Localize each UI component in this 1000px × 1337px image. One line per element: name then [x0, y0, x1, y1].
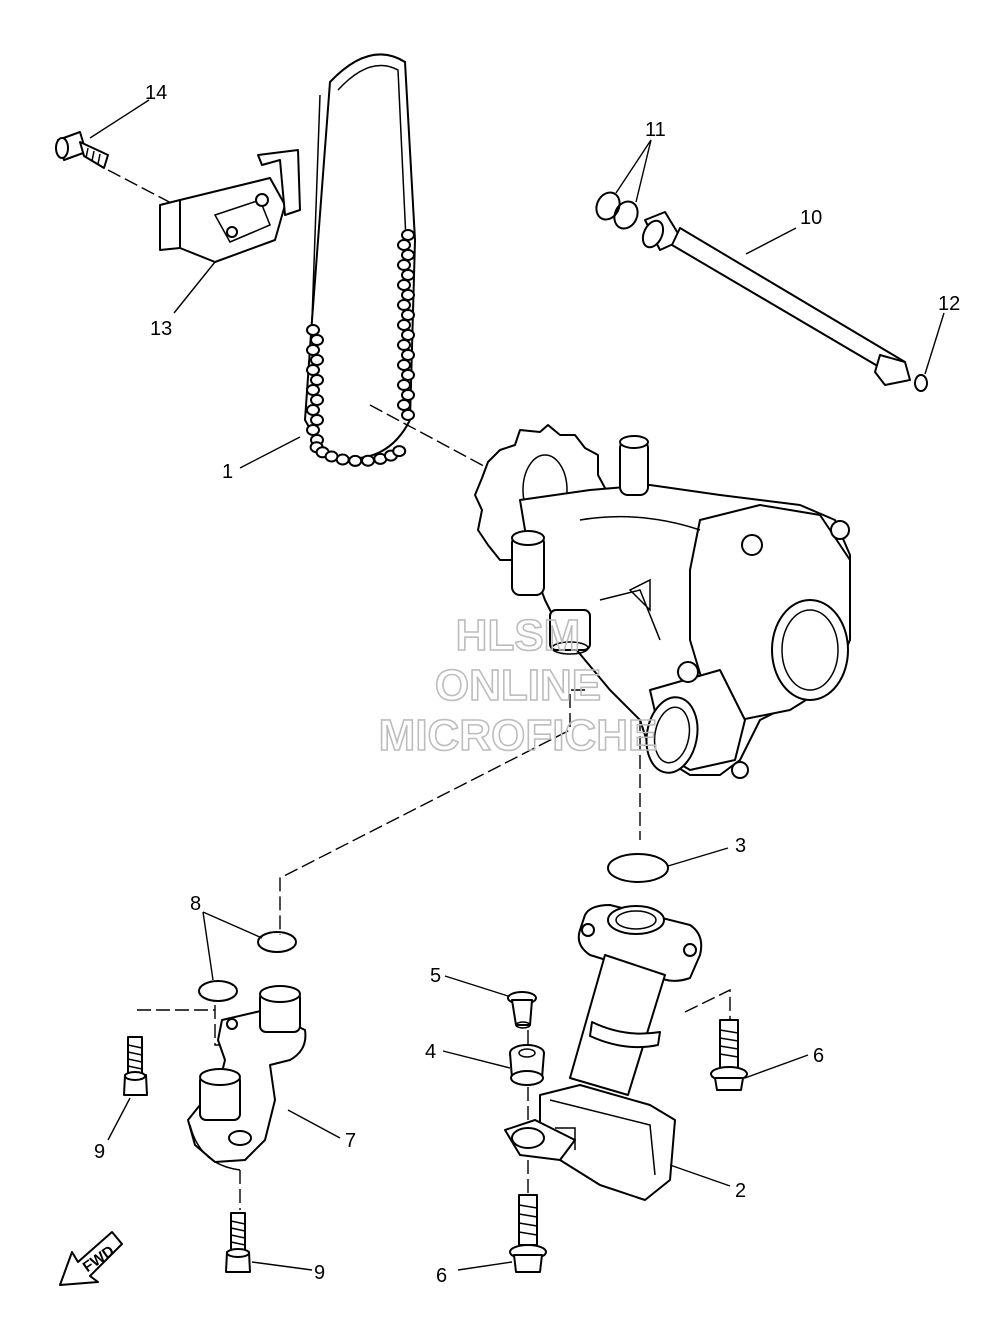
chain-link: [310, 394, 324, 406]
chain-link: [397, 239, 411, 251]
chain-link: [397, 379, 411, 391]
chain-link: [310, 334, 324, 346]
chain-link: [306, 384, 320, 396]
fwd-direction-arrow: FWD: [59, 1231, 123, 1286]
oil-pipe-elbow: [187, 985, 307, 1171]
o-rings-8: [198, 931, 297, 1002]
chain-link: [401, 349, 415, 361]
chain-link: [306, 364, 320, 376]
callout-3: 3: [735, 835, 746, 857]
chain-link: [310, 354, 324, 366]
callout-10: 10: [800, 207, 822, 229]
callout-6-upper: 6: [813, 1045, 824, 1067]
chain-link: [401, 409, 415, 421]
chain-link: [397, 299, 411, 311]
callout-8: 8: [190, 893, 201, 915]
chain-link: [401, 269, 415, 281]
chain-link: [397, 259, 411, 271]
callout-4: 4: [425, 1041, 436, 1063]
chain-link: [306, 404, 320, 416]
leader-lines: [89, 99, 945, 1271]
chain-link: [401, 389, 415, 401]
callout-2: 2: [735, 1180, 746, 1202]
chain-link: [335, 453, 350, 466]
callout-7: 7: [345, 1130, 356, 1152]
grommet: [509, 1044, 545, 1086]
watermark-line-3: MICROFICHE: [379, 711, 658, 760]
callout-13: 13: [150, 318, 172, 340]
flange-bolt-lower: [509, 1194, 547, 1273]
chain-link: [397, 279, 411, 291]
chain-link: [401, 249, 415, 261]
chain-link: [397, 399, 411, 411]
chain-link: [397, 339, 411, 351]
callout-9-upper: 9: [94, 1141, 105, 1163]
chain-link: [401, 369, 415, 381]
callout-5: 5: [430, 965, 441, 987]
oil-pipe: [641, 211, 911, 386]
o-ring-3: [607, 853, 669, 883]
callout-12: 12: [938, 293, 960, 315]
callout-6-lower: 6: [436, 1265, 447, 1287]
flange-bolt-upper: [710, 1019, 748, 1091]
oil-pump-assembly: [474, 424, 851, 779]
chain-link: [306, 344, 320, 356]
socket-bolt-upper: [123, 1036, 148, 1096]
chain-link: [306, 424, 320, 436]
chain-link: [401, 309, 415, 321]
oil-strainer: [504, 904, 703, 1201]
callout-labels: 1 2 3 4 5 6 6 7 8 9 9 10 11 12 13 14: [94, 82, 960, 1287]
chain-link: [348, 454, 363, 467]
watermark-line-1: HLSM: [456, 611, 581, 660]
callout-9-lower: 9: [314, 1262, 325, 1284]
chain-link: [401, 289, 415, 301]
guide-bolt: [55, 131, 109, 169]
chain-link: [401, 329, 415, 341]
chain-link: [397, 359, 411, 371]
chain-link: [397, 319, 411, 331]
dowel-pin: [507, 991, 537, 1029]
chain-link: [310, 374, 324, 386]
chain-link: [401, 229, 415, 241]
o-ring-12: [914, 374, 928, 392]
chain-link: [392, 445, 407, 458]
callout-11: 11: [645, 119, 666, 141]
chain-link: [306, 324, 320, 336]
timing-chain: [304, 53, 416, 467]
chain-guide: [159, 149, 301, 263]
callout-14: 14: [145, 82, 167, 104]
callout-1: 1: [222, 461, 233, 483]
socket-bolt-lower: [225, 1212, 251, 1273]
watermark-line-2: ONLINE: [435, 661, 601, 710]
watermark: HLSM ONLINE MICROFICHE: [378, 610, 658, 761]
o-rings-11: [595, 191, 639, 230]
chain-link: [361, 454, 375, 467]
chain-link: [310, 414, 324, 426]
